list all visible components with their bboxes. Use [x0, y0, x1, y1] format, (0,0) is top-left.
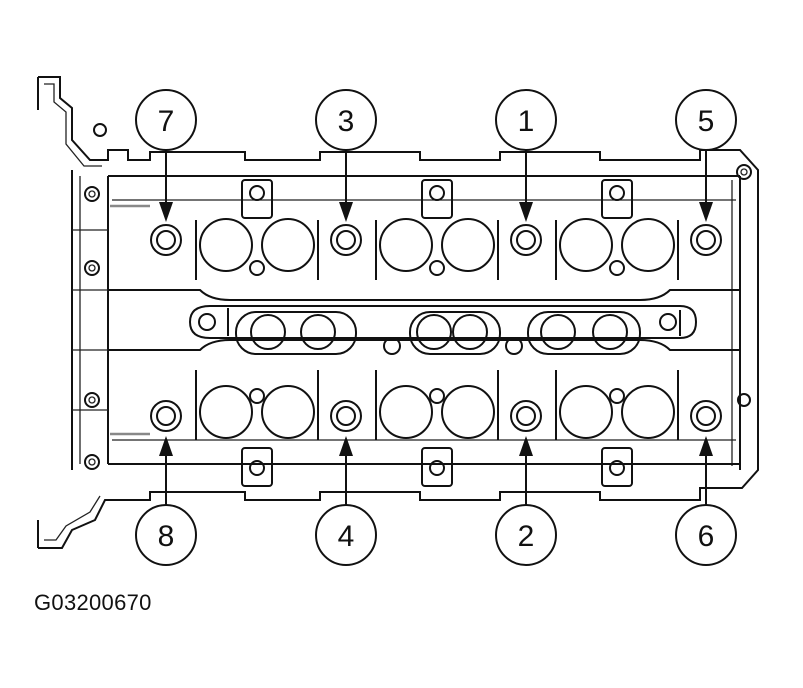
callout-6: 6 [675, 436, 737, 566]
callout-arrowhead [519, 436, 533, 456]
callout-arrowhead [519, 202, 533, 222]
callout-1: 1 [495, 89, 557, 222]
callout-number: 1 [518, 105, 535, 138]
callout-number: 3 [338, 105, 355, 138]
end-bolts [84, 123, 752, 470]
callout-5: 5 [675, 89, 737, 222]
callout-number: 7 [158, 105, 175, 138]
callout-arrowhead [699, 202, 713, 222]
callout-arrowhead [159, 436, 173, 456]
head-casting-outline [37, 76, 759, 549]
spark-plug-gallery [188, 305, 698, 355]
callout-arrowhead [699, 436, 713, 456]
callout-number: 2 [518, 520, 535, 553]
callout-number: 4 [338, 520, 355, 553]
callout-3: 3 [315, 89, 377, 222]
callout-arrowhead [159, 202, 173, 222]
callout-number: 6 [698, 520, 715, 553]
cam-cap-towers [241, 179, 633, 487]
callout-7: 7 [135, 89, 197, 222]
callout-8: 8 [135, 436, 197, 566]
figure-id-label: G03200670 [34, 590, 152, 615]
sequence-callouts: 7 3 1 5 8 4 2 6 [135, 89, 737, 566]
valve-pockets-bottom [195, 370, 679, 440]
callout-2: 2 [495, 436, 557, 566]
head-bolts-bottom [150, 400, 722, 432]
valve-pockets-top [195, 218, 679, 280]
callout-number: 8 [158, 520, 175, 553]
callout-4: 4 [315, 436, 377, 566]
callout-arrowhead [339, 202, 353, 222]
head-bolts-top [150, 224, 722, 256]
callout-number: 5 [698, 105, 715, 138]
callout-arrowhead [339, 436, 353, 456]
